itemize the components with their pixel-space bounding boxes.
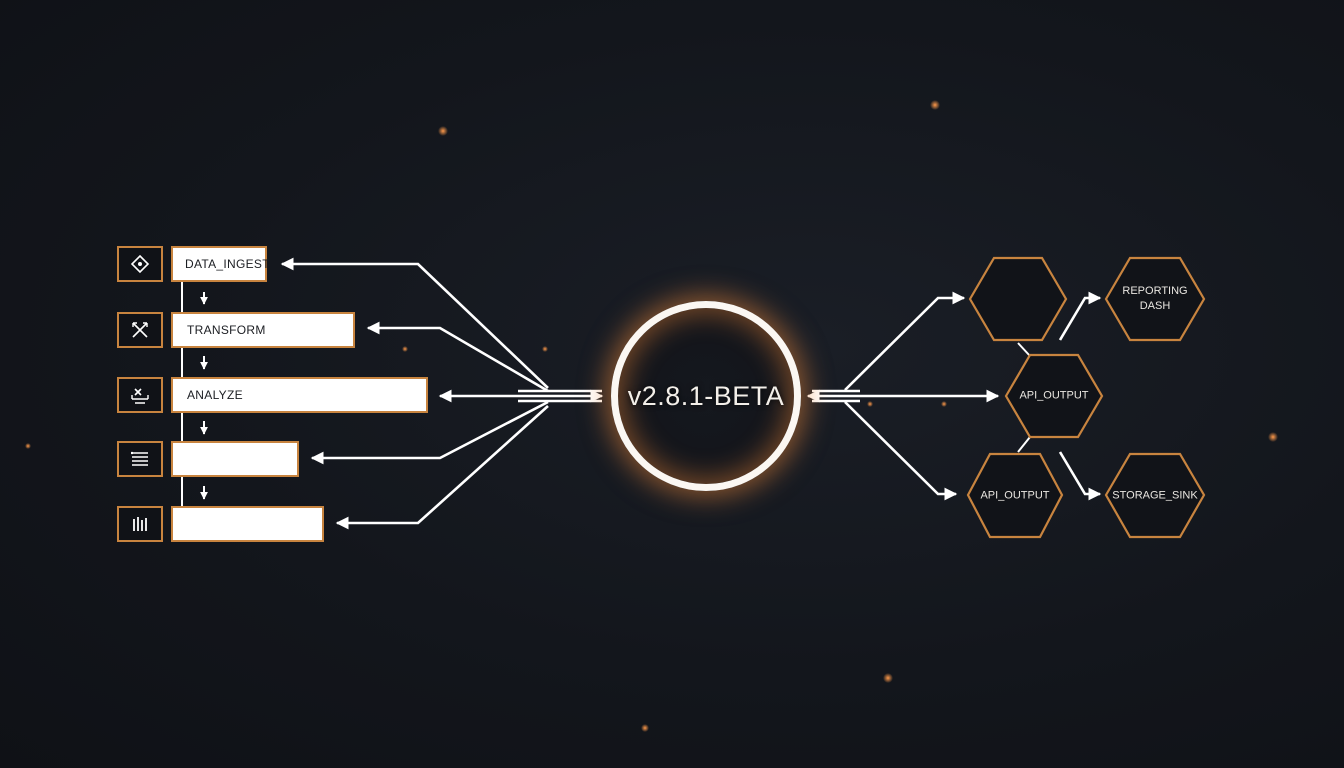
cross-arrows-icon[interactable] [117,312,163,348]
edge-core-data-ingest [280,257,549,389]
step-data-ingest[interactable]: DATA_INGEST [171,246,270,282]
step-5[interactable] [171,506,324,542]
analyze-icon[interactable] [117,377,163,413]
hex-label-api-output: API_OUTPUT [1019,389,1089,402]
step-label: ANALYZE [187,388,243,402]
output-hex-api-output[interactable] [1004,353,1104,439]
output-hex-1[interactable] [968,256,1068,342]
output-hex-storage-sink[interactable] [1104,452,1206,539]
core-version-node[interactable]: v2.8.1-BETA [611,301,801,491]
edge-core-step4 [310,400,549,465]
edge-to-storage-sink [1058,451,1102,501]
edge-core-step5 [335,405,549,530]
bars-icon[interactable] [117,506,163,542]
edge-core-api-output-2 [844,401,958,501]
hex-label-storage-sink: STORAGE_SINK [1112,489,1198,502]
edge-core-transform [366,321,549,393]
step-label: DATA_INGEST [185,257,270,271]
output-hex-reporting-dash[interactable] [1104,256,1206,342]
hex-label-reporting-dash: REPORTING DASH [1122,284,1187,314]
list-icon[interactable] [117,441,163,477]
step-analyze[interactable]: ANALYZE [171,377,428,413]
hex-label-line: REPORTING [1122,285,1188,297]
hex-label-api-output-2: API_OUTPUT [980,489,1050,502]
hex-label-line: DASH [1139,300,1171,312]
step-transform[interactable]: TRANSFORM [171,312,355,348]
diamond-target-icon[interactable] [117,246,163,282]
step-label: TRANSFORM [187,323,266,337]
edge-core-top-hex [844,291,966,391]
output-hex-api-output-2[interactable] [966,452,1064,539]
core-version-label: v2.8.1-BETA [627,380,785,411]
edge-to-reporting-dash [1058,291,1102,341]
step-4[interactable] [171,441,299,477]
